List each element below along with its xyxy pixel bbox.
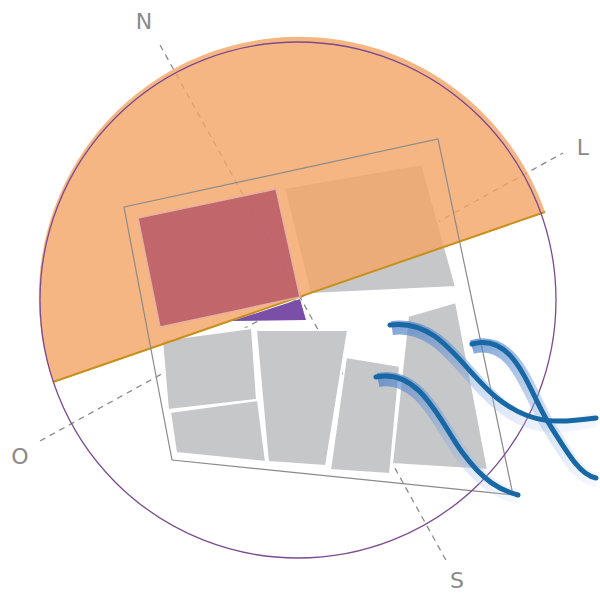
wind-line [472,342,596,478]
wind-line [390,324,596,421]
compass-letter: S [450,570,464,592]
lot [170,400,266,462]
compass-letter: O [11,446,28,468]
wind-arrows [376,324,596,497]
highlighted-lot [138,189,300,327]
sun-exposure-area [39,37,545,382]
compass-letter: L [577,137,589,159]
wind-shade [472,345,596,480]
compass-letter: N [136,11,152,33]
orientation-circle [40,42,556,558]
shadow-wedge [232,299,306,321]
wind-line [376,376,518,495]
